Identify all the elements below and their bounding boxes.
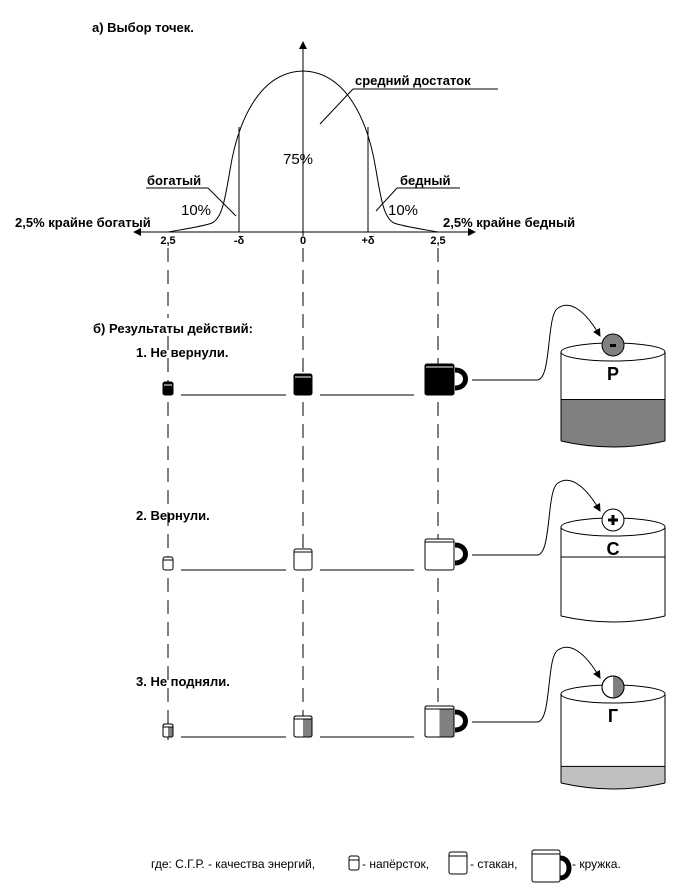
row-label: 3. Не подняли. (136, 674, 230, 689)
transfer-arrow (536, 646, 601, 723)
row-label: 1. Не вернули. (136, 345, 228, 360)
transfer-arrow (536, 479, 601, 556)
minus-ball-icon (601, 333, 625, 357)
legend: где: С.Г.Р. - качества энергий, - напёрс… (151, 849, 621, 883)
section-b-title: б) Результаты действий: (93, 321, 253, 336)
middle-leader-d (319, 88, 354, 125)
tick-label: +δ (361, 235, 374, 247)
label-poor: бедный (400, 173, 450, 188)
energy-tank: Г (560, 675, 666, 790)
tick-label: -δ (234, 235, 245, 247)
plus-ball-icon (601, 508, 625, 532)
pct-middle: 75% (283, 151, 313, 168)
thimble-icon (162, 723, 174, 738)
pct-rich: 10% (181, 202, 211, 219)
thimble-icon (162, 556, 174, 571)
energy-tank: Р (560, 333, 666, 448)
transfer-arrow (536, 304, 601, 381)
legend-thimble-icon (348, 855, 360, 871)
tank-letter: Р (607, 364, 619, 384)
label-middle-class: средний достаток (355, 73, 471, 88)
tick-label: 0 (300, 235, 306, 247)
tank-fill (561, 399, 665, 447)
mug-icon (424, 538, 455, 571)
mug-handle-icon (454, 709, 468, 733)
glass-icon (293, 548, 313, 571)
tank-letter: Г (608, 706, 618, 726)
legend-prefix: где: С.Г.Р. - качества энергий, (151, 857, 315, 871)
mug-icon (424, 705, 455, 738)
bell-curve (167, 70, 439, 233)
tick-label: 2,5 (430, 235, 445, 247)
tick-label: 2,5 (160, 235, 175, 247)
legend-glass-icon (448, 851, 468, 875)
pct-poor: 10% (388, 202, 418, 219)
legend-mug-icon (531, 849, 572, 883)
half-ball-icon (601, 675, 625, 699)
mug-icon (424, 363, 455, 396)
legend-thimble: - напёрсток, (362, 857, 429, 871)
tank-letter: С (607, 539, 620, 559)
row-label: 2. Вернули. (136, 508, 210, 523)
mug-handle-icon (454, 542, 468, 566)
result-row: 3. Не подняли. Г (136, 646, 666, 790)
thimble-icon (162, 381, 174, 396)
glass-icon (293, 715, 313, 738)
legend-mug: - кружка. (572, 857, 621, 871)
label-extreme-rich: 2,5% крайне богатый (15, 215, 151, 230)
glass-icon (293, 373, 313, 396)
result-row: 2. Вернули. С (136, 479, 666, 623)
poor-leader-d (375, 187, 398, 212)
legend-glass: - стакан, (470, 857, 518, 871)
mug-handle-icon (454, 367, 468, 391)
tank-fill (561, 766, 665, 789)
energy-tank: С (560, 508, 666, 623)
rich-leader-d (207, 187, 237, 217)
label-rich: богатый (147, 173, 201, 188)
section-a-title: а) Выбор точек. (92, 20, 194, 35)
label-extreme-poor: 2,5% крайне бедный (443, 215, 575, 230)
result-row: 1. Не вернули. Р (136, 304, 666, 448)
